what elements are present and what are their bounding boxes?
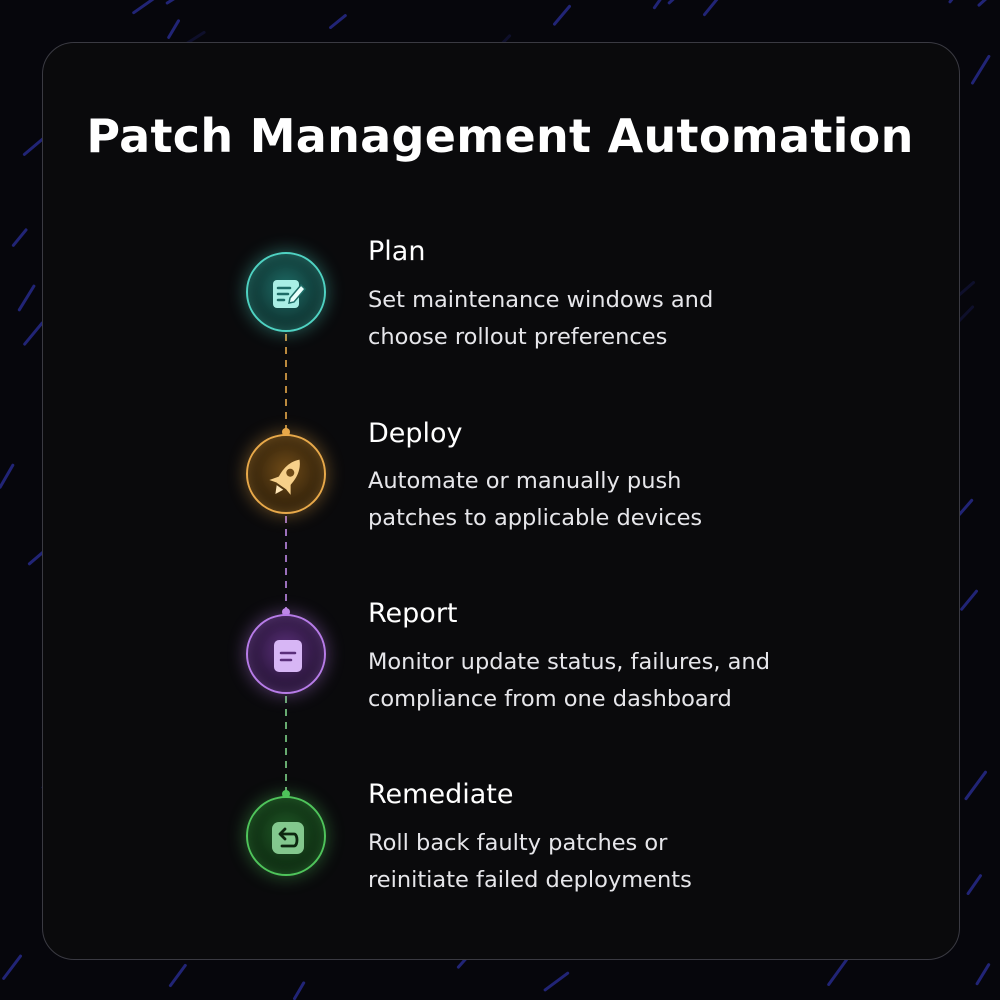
remediate-step-icon bbox=[246, 796, 326, 876]
report-heading: Report bbox=[368, 598, 458, 629]
report-desc-line-2: compliance from one dashboard bbox=[368, 686, 732, 712]
deploy-desc-line-1: Automate or manually push bbox=[368, 468, 682, 494]
document-edit-icon bbox=[273, 280, 307, 308]
rocket-icon bbox=[269, 459, 300, 495]
infographic-card bbox=[42, 42, 960, 960]
remediate-desc-line-1: Roll back faulty patches or bbox=[368, 830, 668, 856]
deploy-description: Automate or manually push patches to app… bbox=[368, 463, 848, 537]
remediate-heading: Remediate bbox=[368, 779, 514, 810]
deploy-step-icon bbox=[246, 434, 326, 514]
undo-arrow-icon bbox=[272, 822, 304, 854]
remediate-desc-line-2: reinitiate failed deployments bbox=[368, 867, 692, 893]
report-icon bbox=[274, 640, 302, 672]
deploy-heading: Deploy bbox=[368, 418, 463, 449]
report-step-icon bbox=[246, 614, 326, 694]
plan-step-icon bbox=[246, 252, 326, 332]
report-description: Monitor update status, failures, and com… bbox=[368, 644, 848, 718]
remediate-description: Roll back faulty patches or reinitiate f… bbox=[368, 825, 848, 899]
report-desc-line-1: Monitor update status, failures, and bbox=[368, 649, 770, 675]
page-title: Patch Management Automation bbox=[86, 109, 914, 163]
plan-heading: Plan bbox=[368, 236, 426, 267]
plan-description: Set maintenance windows and choose rollo… bbox=[368, 282, 848, 356]
plan-desc-line-2: choose rollout preferences bbox=[368, 324, 668, 350]
deploy-desc-line-2: patches to applicable devices bbox=[368, 505, 703, 531]
plan-desc-line-1: Set maintenance windows and bbox=[368, 287, 714, 313]
